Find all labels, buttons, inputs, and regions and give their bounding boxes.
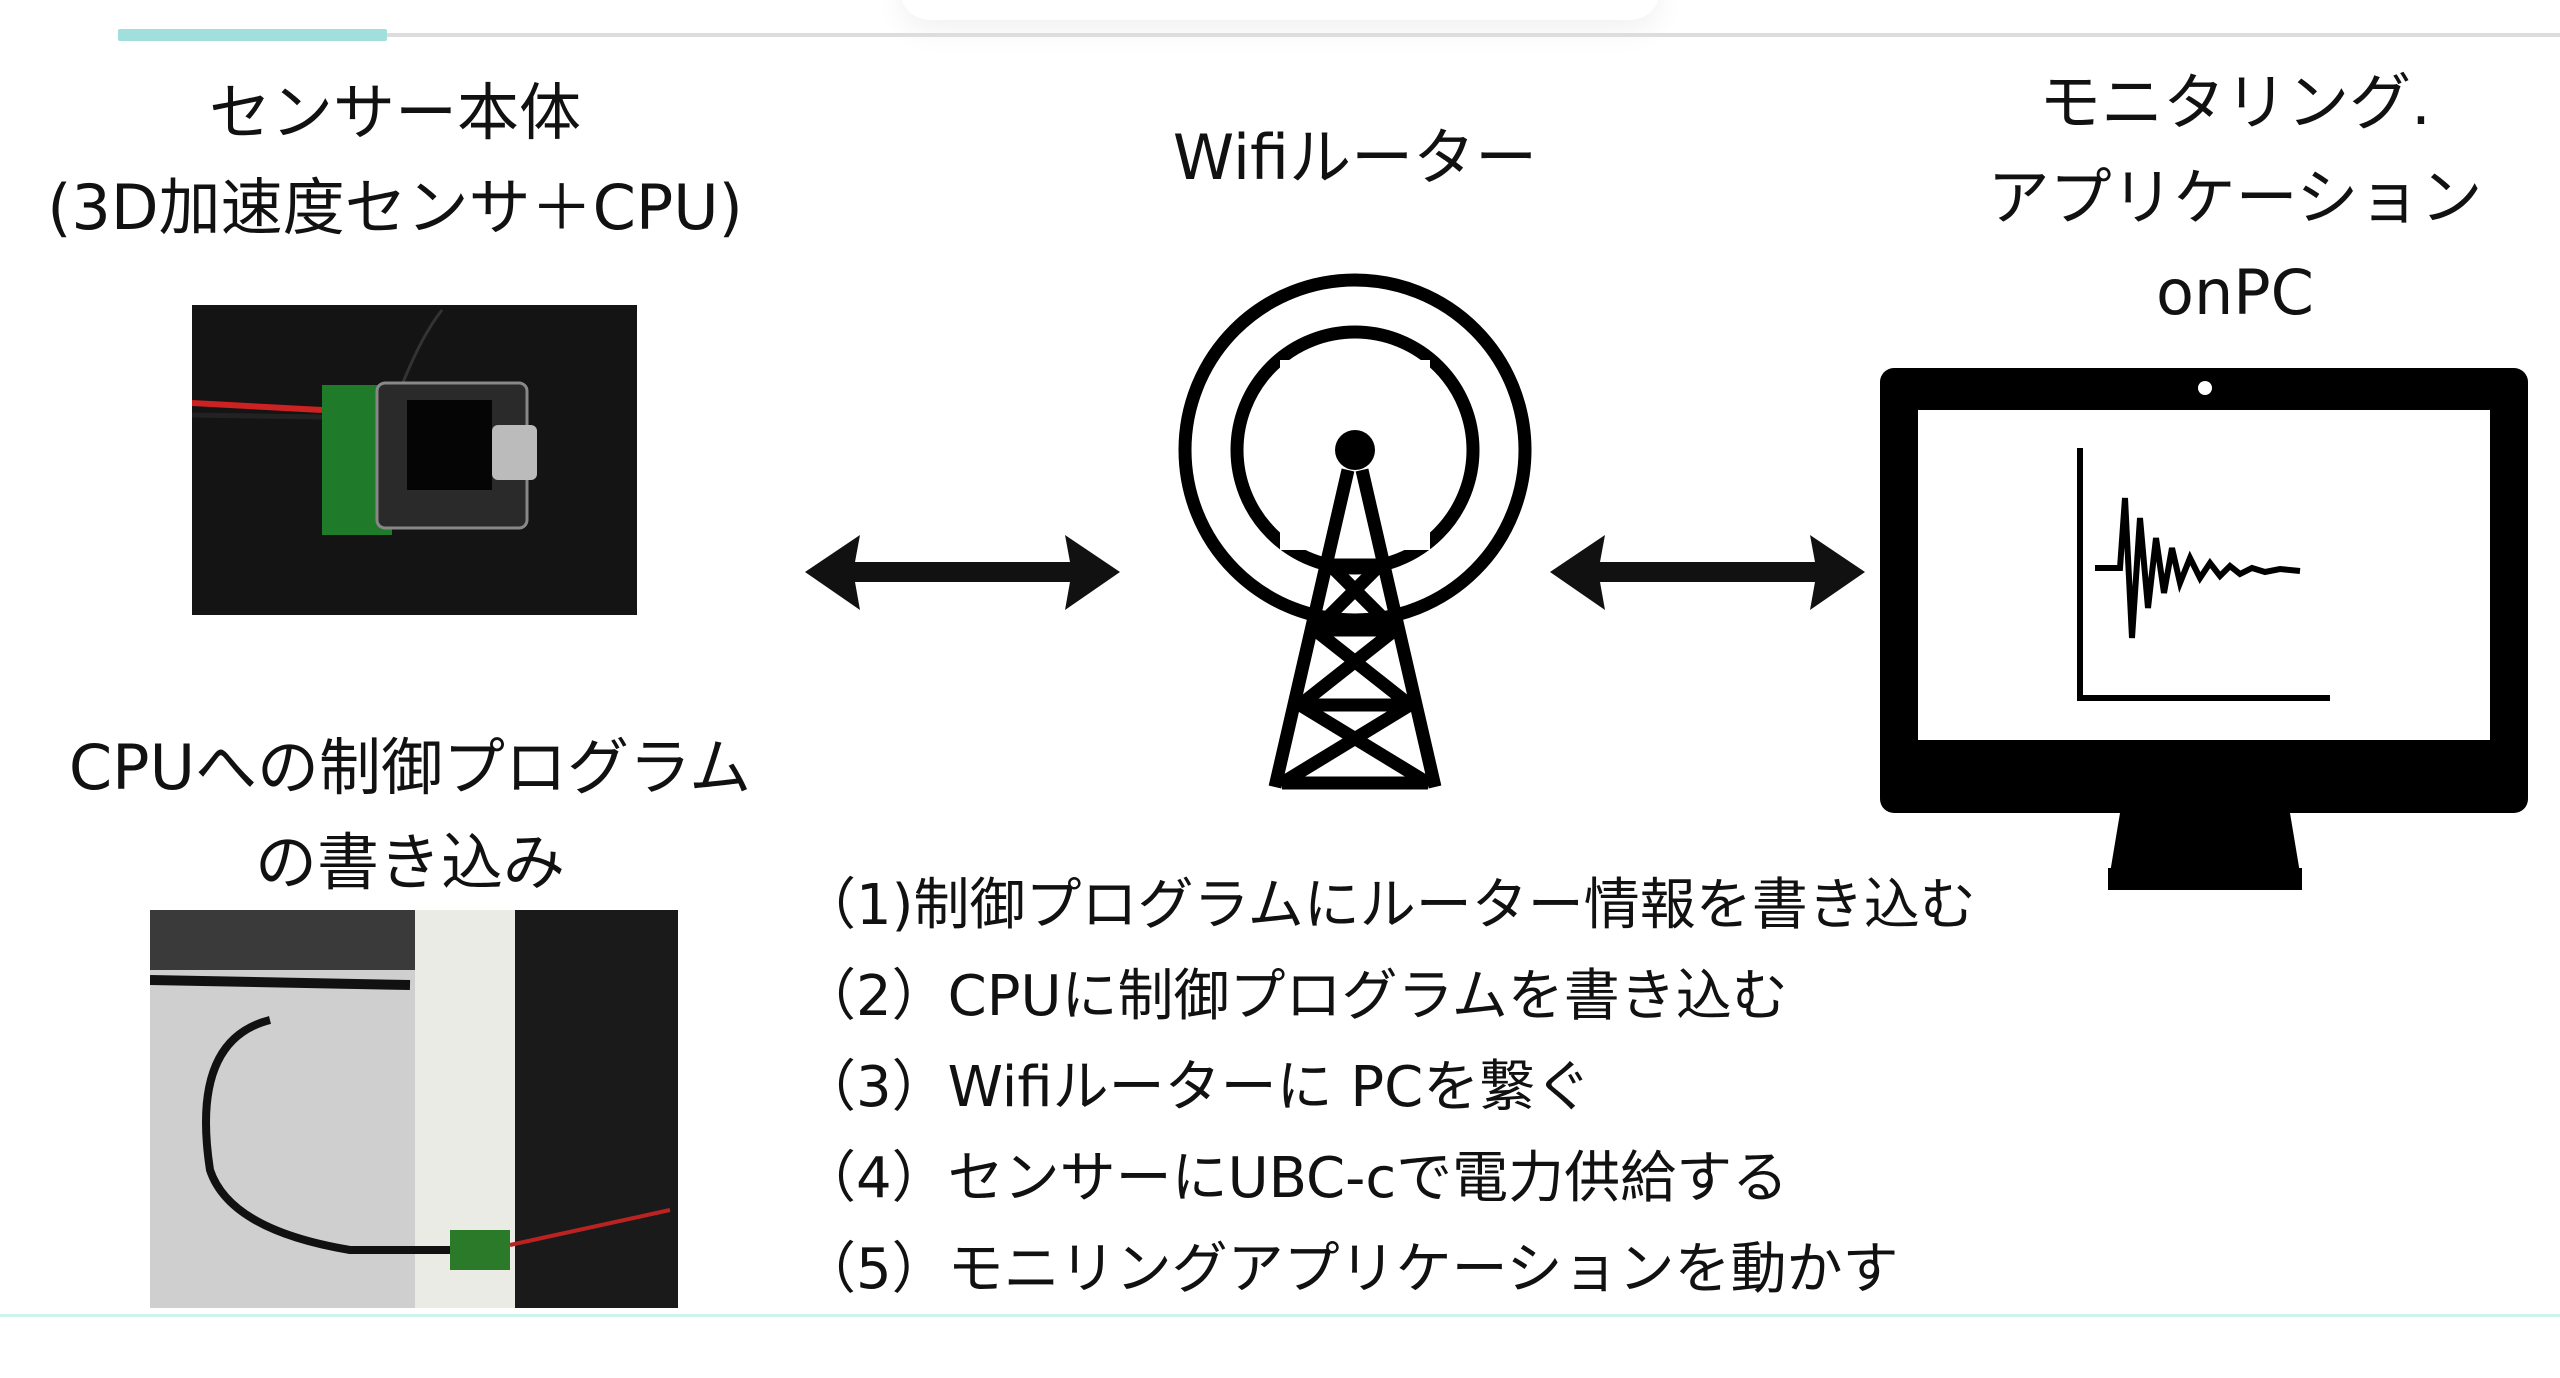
- programming-photo: [150, 910, 678, 1308]
- monitor-title: モニタリング. アプリケーション onPC: [1935, 55, 2535, 340]
- step-3: （3）Wifiルーターに PCを繋ぐ: [800, 1055, 1592, 1120]
- sensor-title-line1: センサー本体: [208, 76, 581, 149]
- bidirectional-arrow-left-icon: [805, 535, 1120, 610]
- step-1: （1)制御プログラムにルーター情報を書き込む: [800, 873, 1976, 938]
- progress-track: [118, 33, 2560, 37]
- top-shadow: [900, 0, 1660, 20]
- router-title: Wifiルーター: [1172, 121, 1538, 194]
- sensor-photo: [192, 305, 637, 615]
- step-5: （5）モニリングアプリケーションを動かす: [800, 1237, 1899, 1302]
- monitor-title-line1: モニタリング.: [2039, 66, 2431, 139]
- waveform-chart-icon: [2077, 448, 2330, 701]
- monitor-title-line3: onPC: [2156, 256, 2314, 329]
- bidirectional-arrow-right-icon: [1550, 535, 1865, 610]
- wifi-tower-icon: [1178, 273, 1532, 790]
- progress-fill: [118, 29, 387, 41]
- bottom-divider: [0, 1314, 2560, 1317]
- monitor-title-line2: アプリケーション: [1987, 161, 2483, 234]
- programming-title-line1: CPUへの制御プログラム: [68, 731, 752, 804]
- step-2: （2）CPUに制御プログラムを書き込む: [800, 964, 1788, 1029]
- sensor-title: センサー本体 (3D加速度センサ＋CPU): [0, 65, 790, 255]
- programming-title-line2: の書き込み: [254, 826, 565, 899]
- programming-title: CPUへの制御プログラム の書き込み: [20, 720, 800, 910]
- sensor-title-line2: (3D加速度センサ＋CPU): [47, 171, 743, 244]
- step-4: （4）センサーにUBC-cで電力供給する: [800, 1146, 1789, 1211]
- monitor-icon: [1880, 368, 2528, 890]
- steps-list: （1)制御プログラムにルーター情報を書き込む （2）CPUに制御プログラムを書き…: [800, 860, 1976, 1315]
